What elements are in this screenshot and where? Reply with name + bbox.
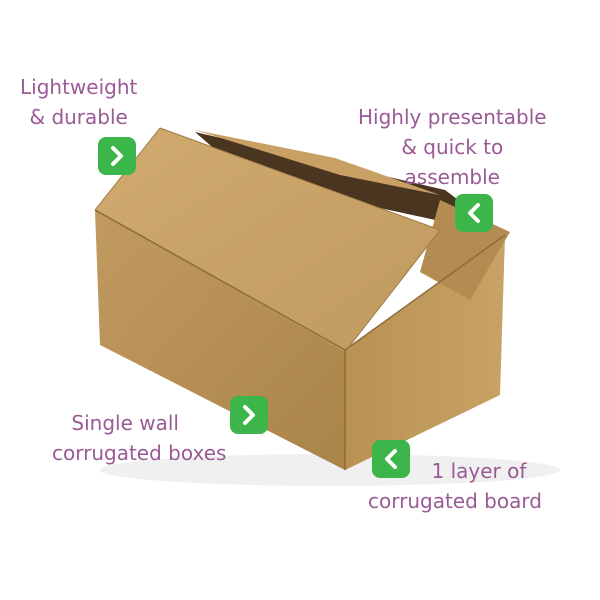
callout-lightweight-durable: Lightweight & durable: [20, 72, 137, 132]
callout-line: corrugated board: [368, 489, 542, 513]
callout-line: 1 layer of: [431, 459, 527, 483]
callout-line: assemble: [404, 165, 500, 189]
callout-highly-presentable: Highly presentable & quick to assemble: [358, 102, 547, 192]
callout-one-layer: 1 layer of corrugated board: [368, 456, 542, 516]
chevron-right-icon: [98, 137, 136, 175]
callout-line: & quick to: [401, 135, 504, 159]
callout-line: Highly presentable: [358, 105, 547, 129]
chevron-left-icon: [455, 194, 493, 232]
chevron-right-icon: [230, 396, 268, 434]
callout-line: corrugated boxes: [52, 441, 227, 465]
chevron-left-icon: [372, 440, 410, 478]
callout-single-wall: Single wall corrugated boxes: [52, 408, 226, 468]
callout-line: & durable: [29, 105, 128, 129]
callout-line: Single wall: [71, 411, 179, 435]
callout-line: Lightweight: [20, 75, 138, 99]
